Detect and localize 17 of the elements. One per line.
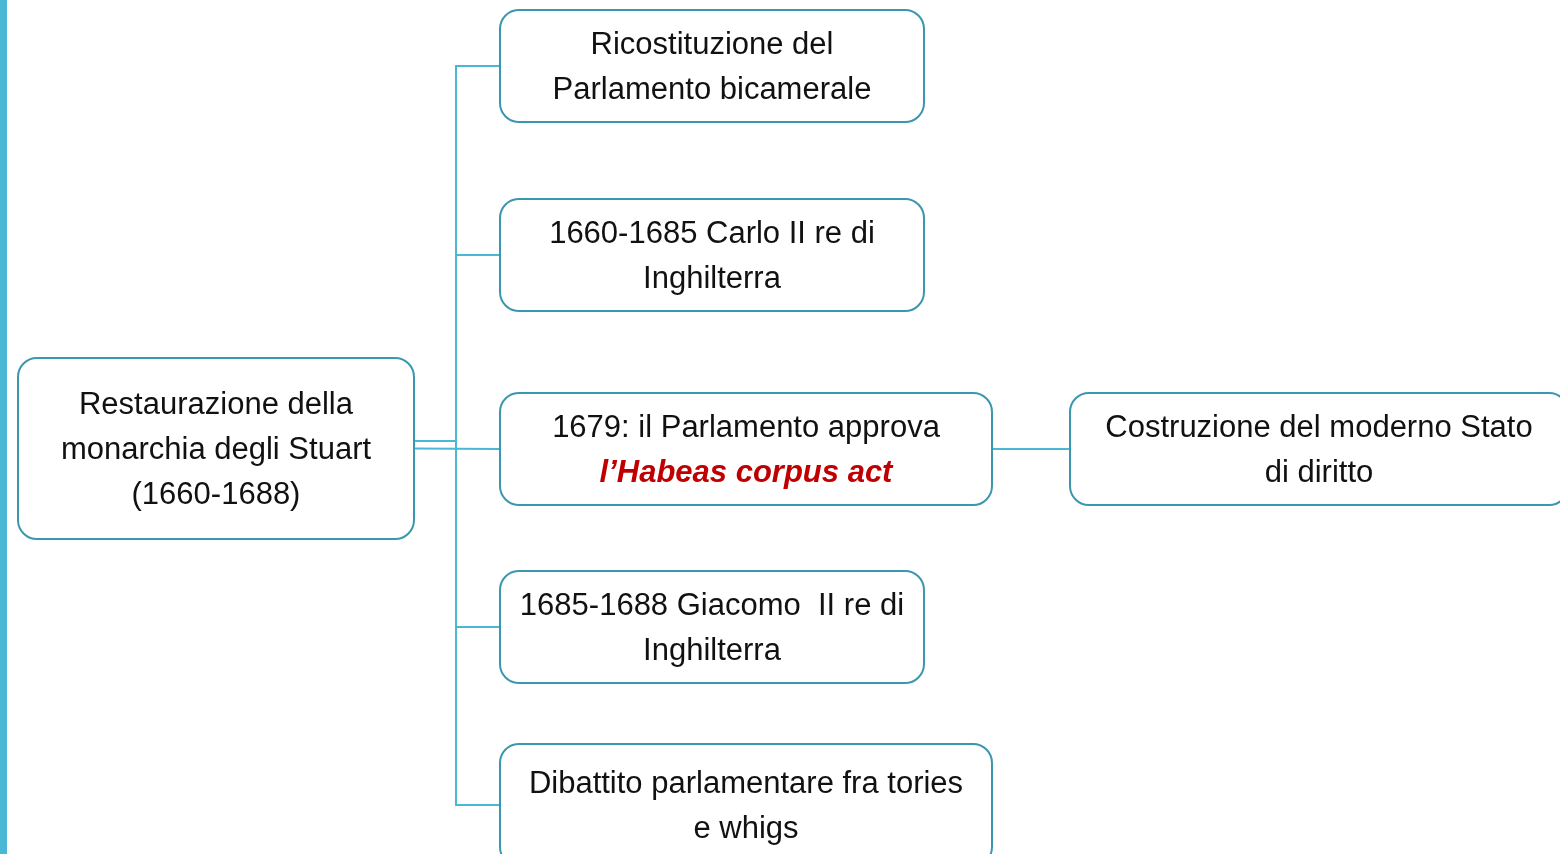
box-text: Dibattito parlamentare fra tories e whigs [527,764,965,847]
box-text: 1685-1688 Giacomo II re di Inghilterra [519,586,905,669]
box-text: Ricostituzione del Parlamento bicamerale [551,25,873,108]
box-text: Restaurazione della monarchia degli Stuart (1660-1688) [59,385,373,513]
box-text: Costruzione del moderno Stato di diritto [1104,408,1534,491]
highlighted-text: l’Habeas corpus act [599,453,893,491]
connector-line [992,448,1070,450]
topic-box [499,570,925,684]
topic-box [17,357,415,540]
topic-box [1069,392,1560,506]
topic-box [499,392,993,506]
topic-box [499,9,925,123]
box-text: 1679: il Parlamento approva [552,408,940,446]
connector-line [414,447,500,450]
topic-box [499,743,993,854]
box-text: 1660-1685 Carlo II re di Inghilterra [548,214,876,297]
topic-box [499,198,925,312]
